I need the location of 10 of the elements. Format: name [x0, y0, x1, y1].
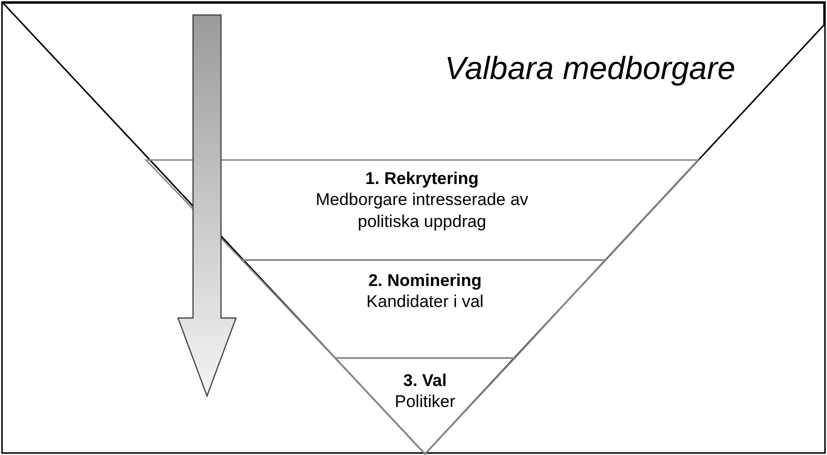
band-description: Politiker — [394, 391, 456, 412]
funnel-band — [242, 260, 608, 358]
band-description: Medborgare intresserade av politiska uppdrag — [314, 189, 530, 232]
band-title: 1. Rekrytering — [364, 168, 480, 190]
band-title: 2. Nominering — [367, 270, 483, 292]
funnel-band — [335, 358, 515, 454]
funnel-heading: Valbara medborgare — [444, 49, 736, 88]
funnel-band — [146, 160, 698, 260]
band-description: Kandidater i val — [365, 291, 485, 312]
band-title: 3. Val — [402, 370, 448, 392]
